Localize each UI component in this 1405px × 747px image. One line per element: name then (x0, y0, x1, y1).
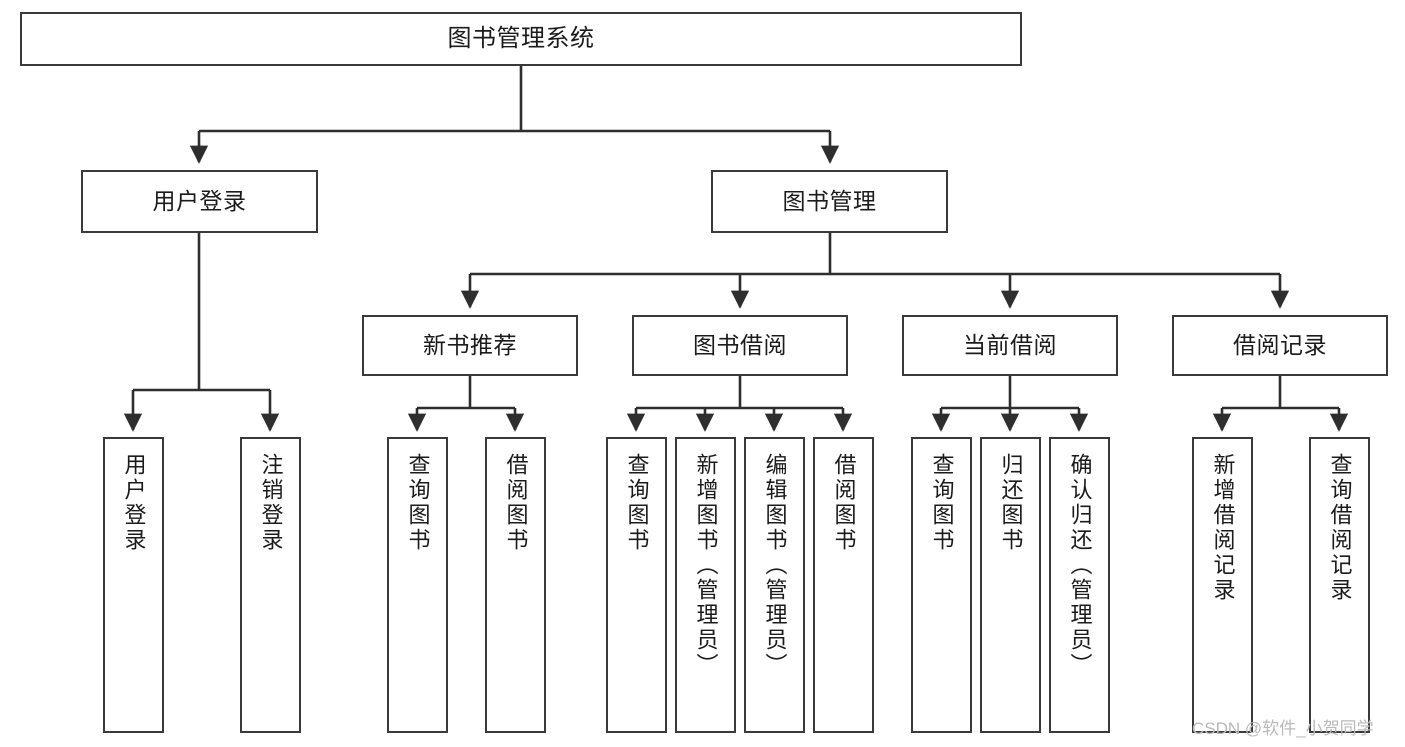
node-label: 新增借阅记录 (1210, 453, 1236, 603)
leaf-user-login-logout[interactable]: 注销登录 (240, 437, 301, 733)
node-label: 新增图书（管理员） (693, 453, 719, 678)
node-label: 借阅图书 (503, 453, 529, 553)
node-label: 查询图书 (929, 453, 955, 553)
node-label: 图书管理 (782, 187, 877, 214)
leaf-current-borrow-confirm[interactable]: 确认归还（管理员） (1049, 437, 1110, 733)
leaf-book-borrow-borrow[interactable]: 借阅图书 (813, 437, 874, 733)
node-label: 查询图书 (405, 453, 431, 553)
node-label: 借阅图书 (831, 453, 857, 553)
leaf-new-book-query[interactable]: 查询图书 (387, 437, 448, 733)
node-label: 图书借阅 (693, 331, 787, 358)
leaf-current-borrow-return[interactable]: 归还图书 (980, 437, 1041, 733)
leaf-book-borrow-add[interactable]: 新增图书（管理员） (675, 437, 736, 733)
node-label: 用户登录 (121, 453, 147, 553)
node-label: 查询图书 (624, 453, 650, 553)
leaf-current-borrow-query[interactable]: 查询图书 (911, 437, 972, 733)
node-label: 新书推荐 (423, 331, 517, 358)
node-label: 查询借阅记录 (1327, 453, 1353, 603)
node-label: 当前借阅 (963, 331, 1057, 358)
node-user-login[interactable]: 用户登录 (81, 170, 318, 233)
node-label: 确认归还（管理员） (1067, 453, 1093, 678)
csdn-watermark: CSDN @软件_小贺同学 (1192, 719, 1374, 738)
leaf-user-login-login[interactable]: 用户登录 (103, 437, 164, 733)
node-current-borrow[interactable]: 当前借阅 (902, 315, 1118, 376)
node-label: 注销登录 (258, 453, 284, 553)
node-borrow-record[interactable]: 借阅记录 (1172, 315, 1388, 376)
node-label: 图书管理系统 (447, 24, 595, 52)
leaf-borrow-record-query[interactable]: 查询借阅记录 (1309, 437, 1370, 733)
leaf-book-borrow-query[interactable]: 查询图书 (606, 437, 667, 733)
leaf-new-book-borrow[interactable]: 借阅图书 (485, 437, 546, 733)
node-book-management[interactable]: 图书管理 (711, 170, 948, 233)
node-new-book-recommend[interactable]: 新书推荐 (362, 315, 578, 376)
node-root-system[interactable]: 图书管理系统 (20, 12, 1022, 66)
node-label: 用户登录 (152, 187, 247, 214)
leaf-borrow-record-add[interactable]: 新增借阅记录 (1192, 437, 1253, 733)
node-label: 编辑图书（管理员） (762, 453, 788, 678)
node-label: 归还图书 (998, 453, 1024, 553)
node-book-borrow[interactable]: 图书借阅 (632, 315, 848, 376)
leaf-book-borrow-edit[interactable]: 编辑图书（管理员） (744, 437, 805, 733)
node-label: 借阅记录 (1233, 331, 1327, 358)
